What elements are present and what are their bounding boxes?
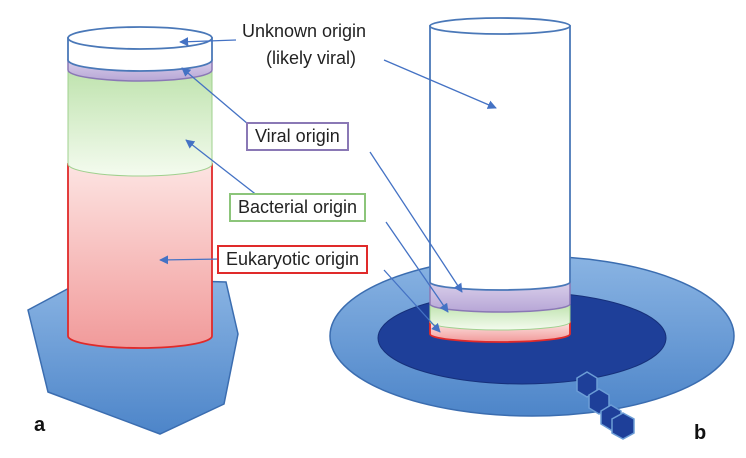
bacterial-layer-a bbox=[67, 69, 213, 177]
label-viral-origin: Viral origin bbox=[246, 122, 349, 151]
unknown-layer-b bbox=[429, 25, 571, 291]
label-eukaryotic-origin: Eukaryotic origin bbox=[217, 245, 369, 274]
arrow-eukaryotic-a bbox=[159, 255, 223, 265]
arrow-viral-b bbox=[369, 151, 463, 293]
cylinder-top-a bbox=[67, 26, 213, 50]
arrow-bacterial-a bbox=[185, 139, 259, 197]
label-unknown-line1: Unknown origin bbox=[242, 21, 367, 41]
panel-label-b: b bbox=[694, 422, 707, 444]
eukaryotic-layer-a bbox=[67, 163, 213, 349]
hexagon-chain bbox=[576, 371, 635, 440]
panel-label-a: a bbox=[34, 414, 46, 436]
label-bacterial-origin: Bacterial origin bbox=[229, 193, 367, 222]
label-unknown-line2: (likely viral) bbox=[266, 48, 356, 68]
cylinder-top-b bbox=[429, 17, 571, 35]
arrow-unknown-b bbox=[383, 59, 497, 109]
arrow-viral-a bbox=[181, 67, 249, 125]
arrow-eukaryotic-b bbox=[383, 269, 441, 333]
arrow-unknown-a bbox=[179, 37, 237, 47]
arrow-bacterial-b bbox=[385, 221, 449, 313]
